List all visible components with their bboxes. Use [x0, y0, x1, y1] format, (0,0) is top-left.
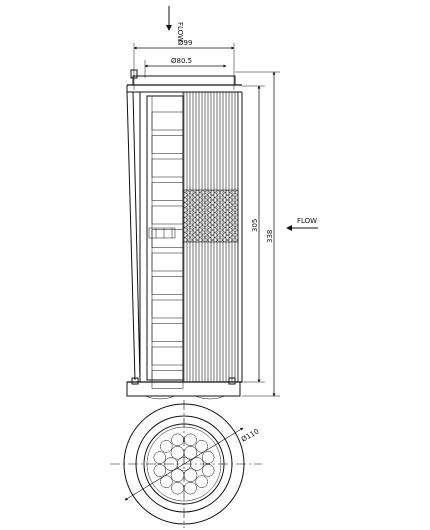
core-hole [170, 445, 185, 460]
core-holes [153, 433, 215, 495]
core-window [151, 111, 184, 131]
core-window [151, 299, 184, 319]
bottom-end-cap [126, 377, 242, 400]
filter-body [126, 91, 243, 389]
inner-diameter-dimension: Ø80.5 [144, 57, 227, 78]
core-hole [195, 440, 208, 453]
element-length-dimension: 305 [242, 85, 265, 383]
core-hole [195, 475, 208, 488]
top-end-cap [126, 69, 242, 93]
overall-length-dimension: 338 [235, 71, 280, 397]
support-core [146, 95, 184, 389]
core-hole [201, 451, 215, 464]
core-hole [201, 464, 215, 477]
element-length-label: 305 [251, 219, 259, 232]
core-hole [170, 468, 185, 483]
core-window [151, 135, 184, 154]
outer-diameter-dimension: Ø99 [133, 39, 235, 90]
core-hole [171, 481, 184, 495]
core-hole [160, 475, 173, 488]
core-window [151, 346, 184, 366]
core-hole [184, 433, 197, 447]
middle-ring [135, 415, 233, 513]
top-flow-indicator: FLOW [166, 6, 184, 42]
core-hole [171, 433, 184, 447]
section-marker [148, 227, 176, 239]
core-window [151, 276, 184, 295]
mesh-section [182, 189, 239, 243]
top-flow-label: FLOW [176, 22, 184, 42]
core-hole [160, 440, 173, 453]
side-flow-indicator: FLOW [286, 217, 318, 231]
core-hole [176, 456, 192, 472]
bottom-view: Ø110 [110, 400, 262, 528]
core-window [151, 205, 184, 225]
core-window [151, 182, 184, 201]
bottom-diameter-label: Ø110 [240, 427, 260, 443]
core-window [151, 158, 184, 178]
overall-length-label: 338 [266, 230, 274, 243]
core-hole [153, 464, 167, 477]
side-flow-label: FLOW [297, 217, 317, 225]
core-hole [184, 481, 197, 495]
core-hole [153, 451, 167, 464]
core-window [151, 229, 184, 248]
core-hole [164, 457, 178, 471]
outer-ring [123, 403, 245, 525]
core-window [151, 252, 184, 272]
core-hole [190, 457, 204, 471]
core-hole [183, 445, 198, 460]
inner-diameter-label: Ø80.5 [171, 57, 192, 65]
core-hole [183, 468, 198, 483]
outer-diameter-label: Ø99 [178, 39, 192, 47]
core-window [151, 323, 184, 342]
